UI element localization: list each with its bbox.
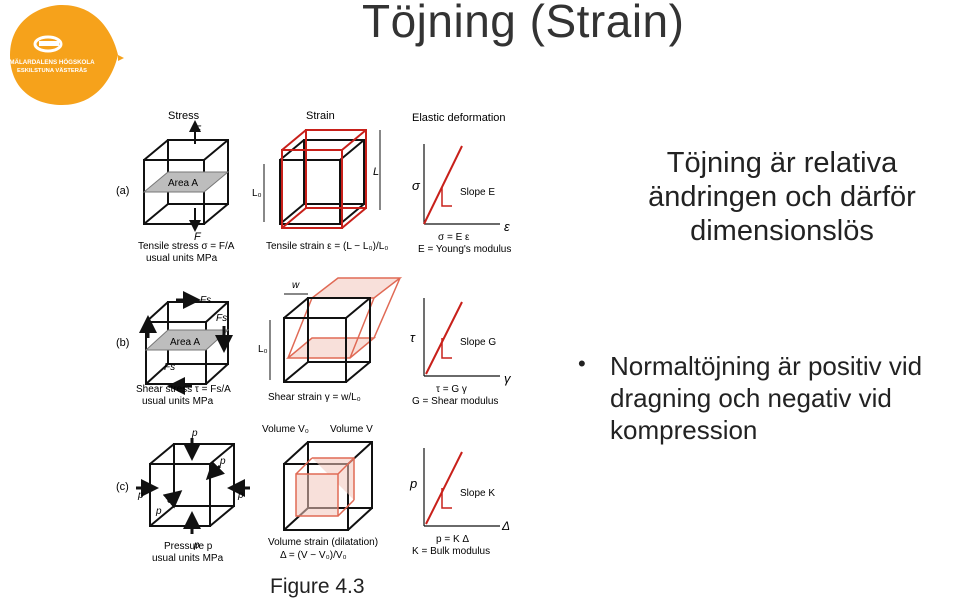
elastic-line-a — [423, 145, 463, 225]
p-front: p — [155, 506, 162, 517]
volume-v0: Volume V₀ — [262, 424, 309, 435]
row-a-label: (a) — [116, 185, 129, 197]
strain-definition-text: Töjning är relativa ändringen och därför… — [648, 147, 916, 247]
delta-axis: Δ — [501, 519, 510, 533]
fs-bottom: Fs — [164, 362, 175, 373]
logo-text-1: MÄLARDALENS HÖGSKOLA — [9, 59, 95, 66]
deformed-strain-box — [281, 129, 367, 229]
shear-law: τ = G γ — [436, 384, 467, 395]
fs-top: Fs — [200, 295, 211, 306]
university-logo: MÄLARDALENS HÖGSKOLA ESKILSTUNA VÄSTERÅS — [0, 0, 125, 108]
L-label: L — [373, 166, 379, 178]
area-plane — [142, 171, 230, 193]
tensile-strain-cube — [279, 139, 365, 225]
fs-right: Fs — [216, 313, 227, 324]
sigma-axis: σ — [412, 178, 421, 193]
strain-figure: (a) Stress F Area A F Tensile stress σ =… — [112, 102, 532, 572]
w-label: w — [292, 280, 300, 291]
volume-strain-formula: Volume strain (dilatation) — [268, 537, 378, 548]
epsilon-axis: ε — [504, 219, 510, 234]
tensile-strain-formula: Tensile strain ε = (L − L₀)/L₀ — [266, 241, 388, 252]
pressure-cube — [149, 443, 235, 527]
shear-stress-units: usual units MPa — [142, 396, 214, 407]
tau-axis: τ — [410, 330, 416, 345]
shear-stress-formula: Shear stress τ = Fs/A — [136, 384, 231, 395]
slope-k: Slope K — [460, 488, 495, 499]
area-a-label: Area A — [168, 178, 198, 189]
p-axis: p — [409, 476, 417, 491]
gamma-axis: γ — [504, 371, 512, 386]
p-top: p — [191, 428, 198, 439]
shear-strain-cube — [283, 297, 371, 383]
row-c-label: (c) — [116, 481, 129, 493]
volume-v: Volume V — [330, 424, 373, 435]
p-left: p — [137, 490, 144, 501]
L0-label-a: L₀ — [252, 188, 262, 199]
shear-strain-formula: Shear strain γ = w/L₀ — [268, 392, 361, 403]
p-bottom: p — [193, 540, 200, 551]
shear-modulus: G = Shear modulus — [412, 396, 498, 407]
pressure-formula: Pressure p — [164, 541, 213, 552]
slope-g: Slope G — [460, 337, 496, 348]
slide-title: Töjning (Strain) — [362, 0, 685, 47]
pressure-units: usual units MPa — [152, 553, 224, 564]
elastic-deformation-heading: Elastic deformation — [412, 112, 506, 124]
logo-text-2: ESKILSTUNA VÄSTERÅS — [17, 67, 87, 74]
L0-label-b: L₀ — [258, 344, 268, 355]
volume-strain-formula-2: Δ = (V − V₀)/V₀ — [280, 550, 347, 561]
row-b-label: (b) — [116, 337, 129, 349]
p-right: p — [237, 490, 244, 501]
bullet-dot: • — [578, 351, 586, 376]
area-a-label-b: Area A — [170, 337, 200, 348]
bulk-modulus: K = Bulk modulus — [412, 546, 490, 557]
bulk-law: p = K Δ — [436, 534, 469, 545]
p-back: p — [219, 456, 226, 467]
strain-heading: Strain — [306, 110, 335, 122]
figure-caption: Figure 4.3 — [270, 575, 365, 598]
tensile-stress-units: usual units MPa — [146, 253, 218, 264]
tensile-stress-formula: Tensile stress σ = F/A — [138, 241, 235, 252]
force-bottom: F — [194, 231, 202, 243]
stress-heading: Stress — [168, 110, 200, 122]
slope-e: Slope E — [460, 187, 495, 198]
bullet-text: Normaltöjning är positiv vid dragning oc… — [610, 351, 923, 445]
hookes-law: σ = E ε — [438, 232, 470, 243]
compressed-volume — [295, 457, 355, 517]
youngs-modulus: E = Young's modulus — [418, 244, 511, 255]
